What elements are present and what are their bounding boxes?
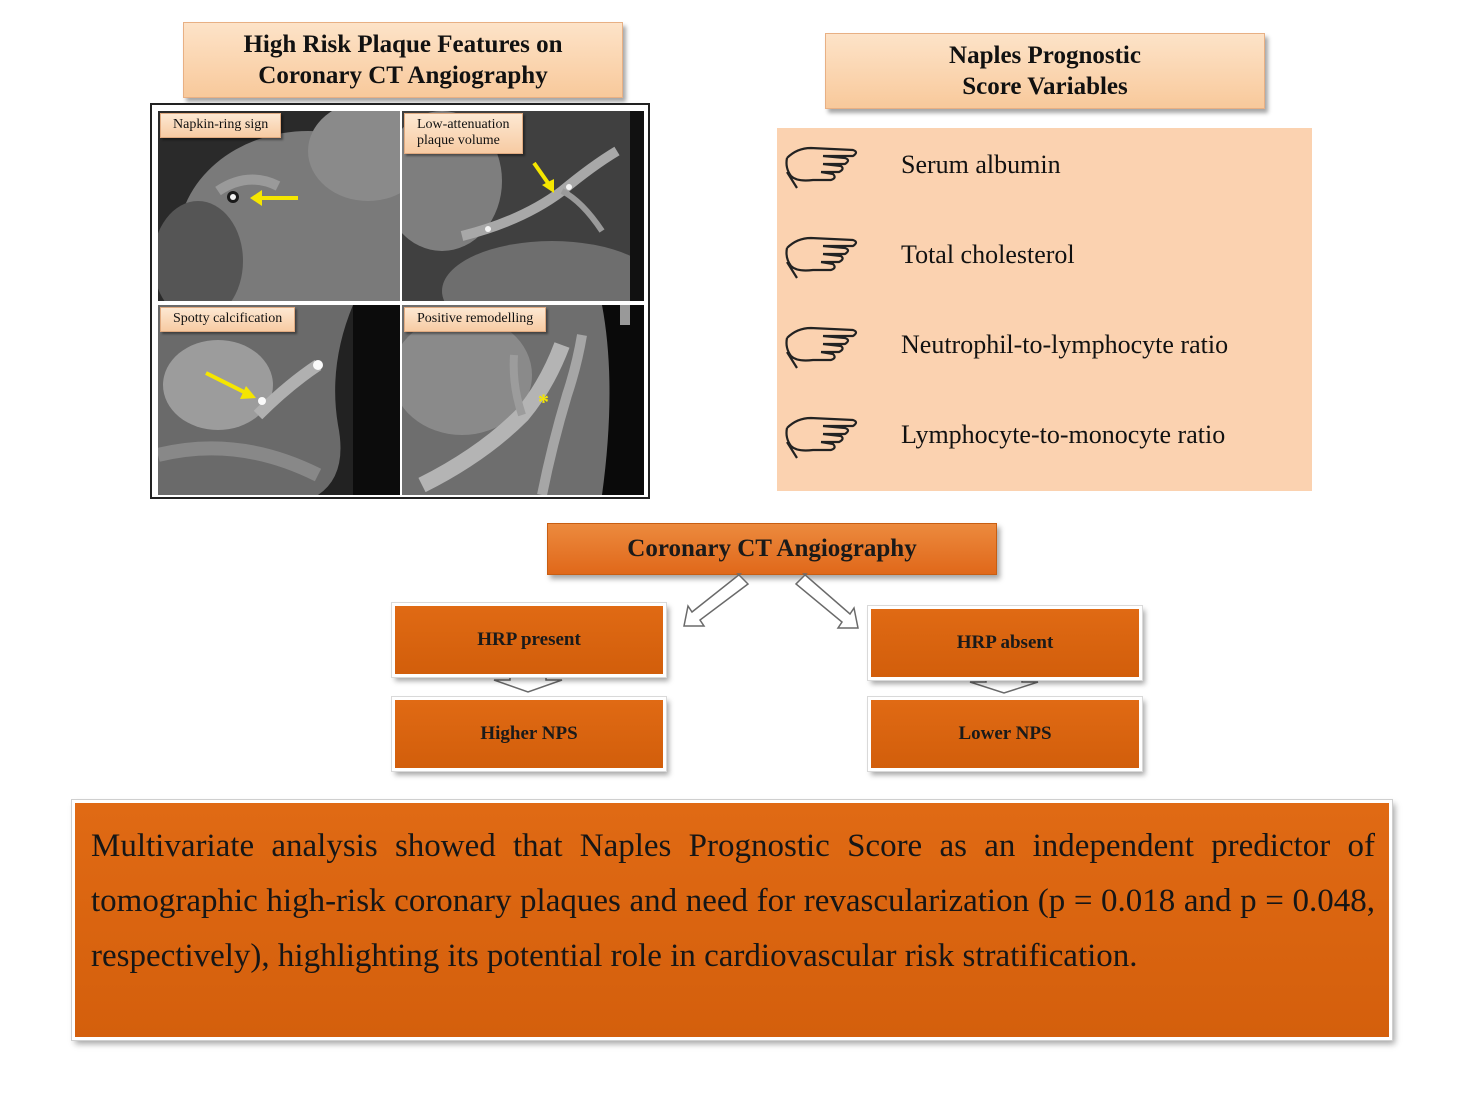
nps-item-label: Lymphocyte-to-monocyte ratio (901, 420, 1226, 449)
ct-label-napkin-ring: Napkin-ring sign (160, 113, 282, 138)
ct-label-text: Napkin-ring sign (173, 117, 269, 132)
ct-label-spotty-calcification: Spotty calcification (160, 307, 296, 332)
hrp-absent-label: HRP absent (956, 632, 1054, 653)
nps-variables-list: Serum albumin Total cholesterol Neutroph… (777, 128, 1312, 491)
arrow-to-hrp-present-icon (683, 573, 750, 627)
nps-list-item: Total cholesterol (777, 230, 1312, 290)
ct-image-low-attenuation: Low-attenuation plaque volume (402, 111, 644, 301)
nps-title-line1: Naples Prognostic (949, 42, 1141, 69)
pointing-hand-icon (785, 416, 858, 459)
arrow-to-hrp-absent-icon (794, 573, 859, 629)
conclusion-box: Multivariate analysis showed that Naples… (71, 799, 1393, 1041)
nps-item-label: Neutrophil-to-lymphocyte ratio (901, 330, 1229, 359)
nps-item-label: Total cholesterol (901, 240, 1075, 269)
hrp-absent-box: HRP absent (867, 605, 1143, 681)
nps-variables-title: Naples Prognostic Score Variables (825, 33, 1265, 109)
conclusion-text: Multivariate analysis showed that Naples… (91, 828, 1375, 974)
flow-root-label: Coronary CT Angiography (627, 535, 917, 562)
remodelling-asterisk: * (538, 389, 549, 414)
ct-label-positive-remodelling: Positive remodelling (404, 307, 547, 332)
ct-label-text: Low-attenuation (417, 117, 510, 132)
pointing-hand-icon (785, 326, 858, 369)
lower-nps-box: Lower NPS (867, 696, 1143, 772)
ct-label-text: plaque volume (417, 133, 500, 148)
lower-nps-label: Lower NPS (958, 723, 1052, 744)
nps-item-label: Serum albumin (901, 150, 1061, 179)
pointing-hand-icon (785, 236, 858, 279)
nps-title-line2: Score Variables (962, 73, 1128, 100)
ct-label-low-attenuation: Low-attenuation plaque volume (404, 113, 523, 154)
hrp-features-title: High Risk Plaque Features on Coronary CT… (183, 22, 623, 98)
ct-image-spotty-calcification: Spotty calcification (158, 305, 400, 495)
hrp-present-label: HRP present (477, 629, 581, 650)
hrp-present-box: HRP present (391, 602, 667, 678)
ct-image-positive-remodelling: Positive remodelling * (402, 305, 644, 495)
nps-list-item: Serum albumin (777, 140, 1312, 200)
nps-list-item: Lymphocyte-to-monocyte ratio (777, 410, 1312, 470)
higher-nps-box: Higher NPS (391, 696, 667, 772)
ct-image-panel: Napkin-ring sign Low-attenuation plaque … (150, 103, 650, 499)
hrp-title-line1: High Risk Plaque Features on (243, 31, 563, 58)
pointing-hand-icon (785, 146, 858, 189)
ct-label-text: Positive remodelling (417, 311, 534, 326)
ct-image-napkin-ring: Napkin-ring sign (158, 111, 400, 301)
hrp-title-line2: Coronary CT Angiography (258, 62, 548, 89)
flow-root-box: Coronary CT Angiography (547, 523, 997, 575)
nps-list-item: Neutrophil-to-lymphocyte ratio (777, 320, 1312, 380)
higher-nps-label: Higher NPS (480, 723, 578, 744)
ct-label-text: Spotty calcification (173, 311, 283, 326)
